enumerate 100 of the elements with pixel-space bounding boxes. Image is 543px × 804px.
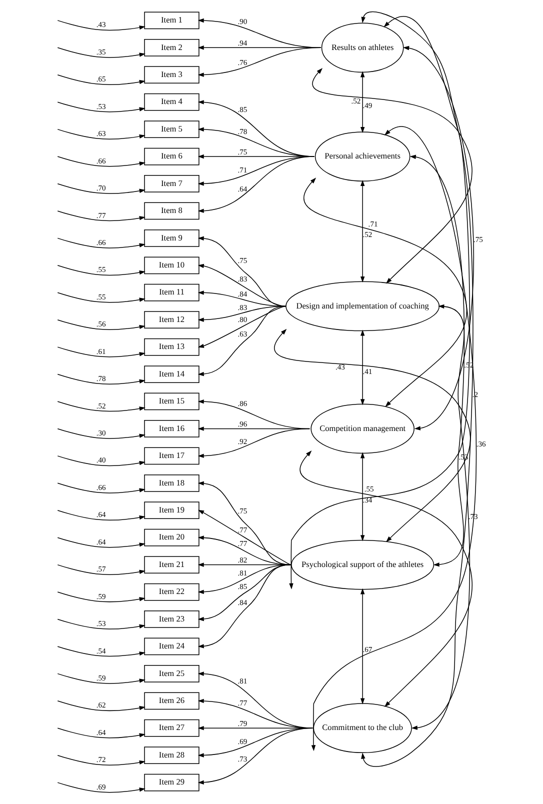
arrow	[360, 588, 365, 704]
edge-label: .83	[238, 274, 248, 284]
arrow	[57, 292, 146, 303]
arrow	[57, 456, 146, 466]
arrow	[57, 754, 146, 766]
arrow	[198, 564, 292, 622]
edge-label: .40	[96, 456, 106, 465]
edge-label: .62	[96, 700, 106, 710]
edge-label: .84	[238, 289, 248, 298]
node-box: Item 25	[144, 664, 200, 682]
edge-label: .55	[96, 292, 106, 302]
arrow	[57, 319, 146, 330]
edge-label: .66	[96, 156, 106, 166]
edge-label: .49	[362, 100, 372, 110]
edge-label: .78	[96, 374, 106, 384]
edge-label: .52	[351, 96, 361, 106]
arrow	[57, 428, 146, 439]
edge-label: .52	[96, 401, 106, 410]
arrow	[57, 482, 146, 494]
arrow	[411, 304, 470, 730]
node-box: Item 18	[144, 474, 200, 492]
arrow	[57, 128, 146, 140]
edge-label: .55	[364, 484, 374, 494]
arrow	[57, 700, 146, 712]
arrow	[360, 180, 365, 282]
edge-label: .75	[238, 147, 248, 156]
arrow	[57, 592, 146, 602]
edge-label: .96	[238, 419, 248, 428]
edge-label: .84	[238, 598, 248, 607]
arrow	[57, 210, 146, 222]
edge-label: .85	[238, 104, 248, 114]
node-box: Item 9	[144, 229, 200, 247]
edge-label: .57	[96, 564, 106, 574]
arrow	[198, 47, 322, 77]
edge-label: .80	[238, 315, 248, 324]
arrow	[57, 74, 146, 86]
edge-label: .77	[238, 525, 248, 534]
edge-label: .59	[96, 592, 106, 601]
edge-label: .85	[238, 582, 248, 591]
node-box: Item 19	[144, 502, 200, 520]
arrow	[57, 374, 146, 384]
edge-label: .77	[96, 210, 106, 220]
arrow	[410, 154, 465, 567]
edge-label: .81	[238, 676, 248, 686]
node-box: Item 1	[144, 12, 200, 30]
arrow	[57, 401, 146, 412]
arrow	[198, 481, 292, 566]
edge-label: .63	[238, 329, 248, 338]
edge-label: .66	[96, 482, 106, 492]
node-ellipse: Personal achievements	[314, 132, 410, 182]
arrow	[57, 265, 146, 276]
node-box: Item 24	[144, 638, 200, 656]
arrow	[57, 646, 146, 657]
arrow	[57, 346, 146, 358]
node-box: Item 20	[144, 528, 200, 546]
arrow	[274, 328, 471, 542]
arrow	[57, 156, 146, 167]
arrow	[198, 698, 314, 728]
edge-label: .53	[96, 102, 106, 111]
edge-label: .92	[238, 436, 248, 446]
edge-label: .77	[238, 698, 248, 708]
arrow	[57, 564, 146, 575]
edge-label: .82	[238, 556, 248, 565]
edge-label: .77	[238, 538, 248, 548]
edge-label: .36	[476, 440, 486, 449]
arrow	[57, 510, 146, 521]
edge-label: .64	[96, 537, 106, 546]
arrow	[57, 618, 146, 630]
arrow	[198, 726, 314, 730]
node-box: Item 16	[144, 420, 200, 438]
arrow	[198, 728, 314, 785]
edge-label: .79	[238, 718, 248, 728]
arrow	[57, 20, 146, 31]
arrow	[198, 156, 315, 213]
node-box: Item 21	[144, 556, 200, 574]
edge-label: .81	[238, 568, 248, 578]
arrow	[198, 306, 286, 376]
edge-label: .71	[238, 165, 248, 174]
node-box: Item 12	[144, 311, 200, 329]
edge-label: .83	[238, 303, 248, 312]
arrow	[360, 71, 365, 133]
arrow	[57, 673, 146, 684]
edge-label: .75	[238, 256, 248, 266]
edge-label: .78	[238, 126, 248, 136]
node-ellipse: Competition management	[310, 404, 414, 454]
node-box: Item 3	[144, 66, 200, 84]
edge-label: .90	[238, 17, 248, 26]
edge-label: .69	[96, 782, 106, 792]
edge-label: .67	[362, 645, 372, 654]
edge-label: .94	[238, 38, 248, 48]
arrow	[198, 236, 286, 307]
edge-label: .53	[96, 619, 106, 628]
edge-label: .73	[238, 754, 248, 764]
node-box: Item 29	[144, 774, 200, 792]
edge-label: .30	[96, 428, 106, 438]
node-box: Item 13	[144, 338, 200, 356]
arrow	[57, 102, 146, 112]
edge-label: .64	[238, 184, 248, 194]
arrow	[57, 47, 146, 58]
edge-label: .75	[474, 235, 483, 244]
